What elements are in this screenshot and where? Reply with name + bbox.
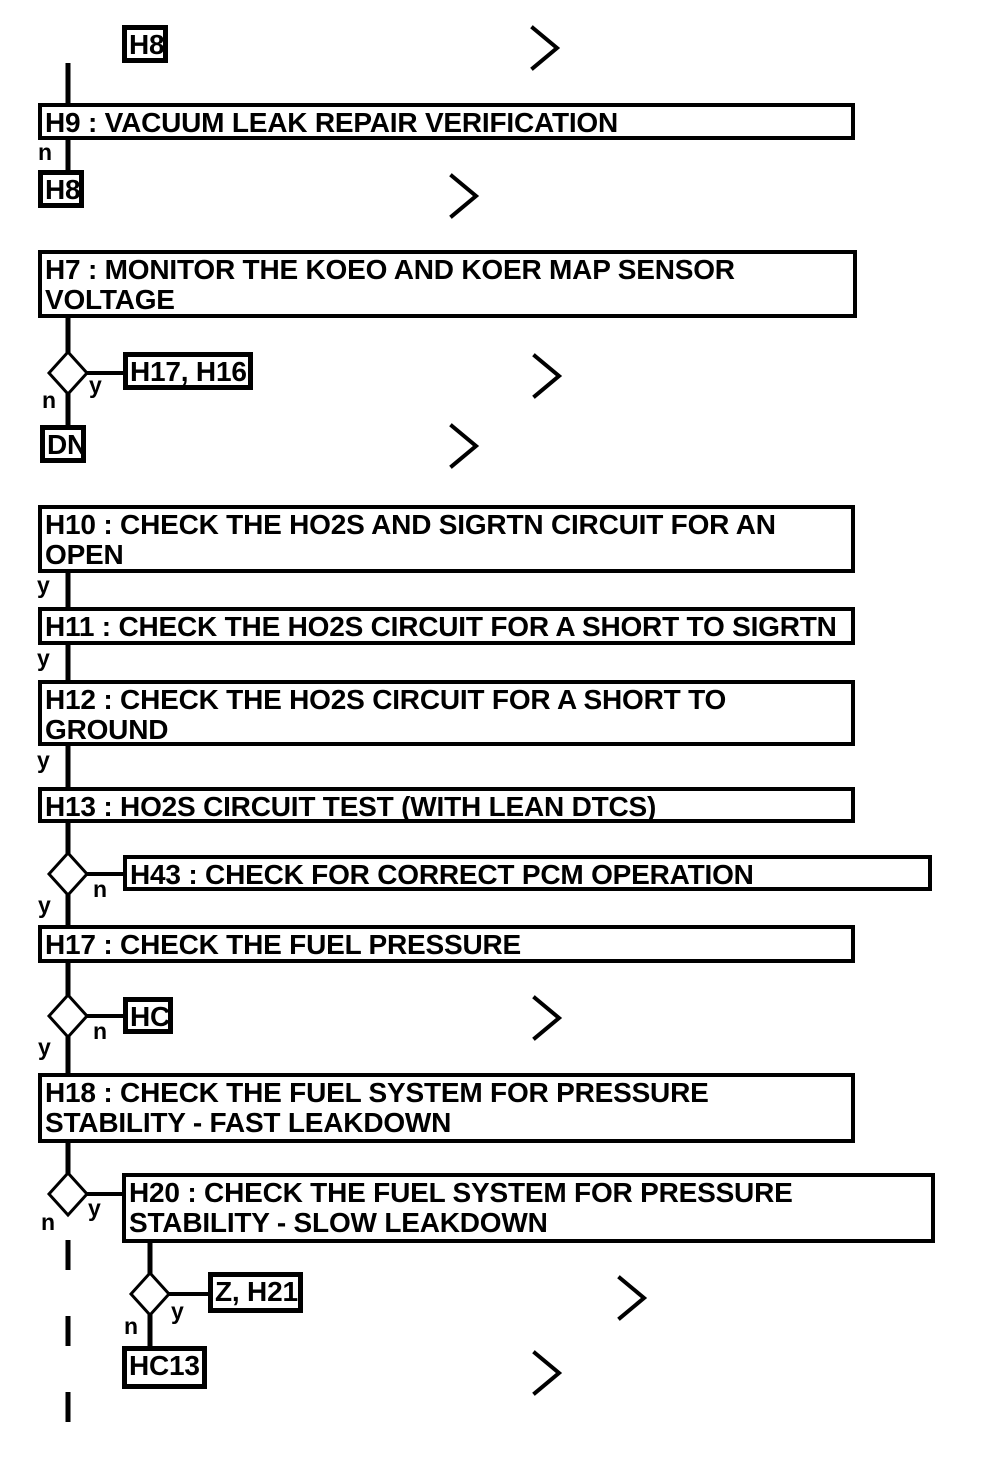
- decision-diamond-3: [46, 992, 90, 1040]
- decision-diamond-5: [128, 1270, 172, 1318]
- step-title-line1: H7 : MONITOR THE KOEO AND KOER MAP SENSO…: [45, 254, 735, 285]
- step-title: H11 : CHECK THE HO2S CIRCUIT FOR A SHORT…: [45, 611, 837, 642]
- step-title-line2: VOLTAGE: [45, 284, 175, 315]
- branch-label-yes: y: [37, 645, 50, 671]
- continuation-chevron-icon: [530, 25, 561, 71]
- flow-step-h11: H11 : CHECK THE HO2S CIRCUIT FOR A SHORT…: [38, 607, 855, 645]
- step-title: H17 : CHECK THE FUEL PRESSURE: [45, 929, 521, 960]
- step-title-line1: H10 : CHECK THE HO2S AND SIGRTN CIRCUIT …: [45, 509, 776, 540]
- flow-step-h7: H7 : MONITOR THE KOEO AND KOER MAP SENSO…: [38, 250, 857, 318]
- reference-box-hc13: HC13: [122, 1346, 207, 1389]
- reference-label: HC13: [129, 1350, 200, 1381]
- step-title: H13 : HO2S CIRCUIT TEST (WITH LEAN DTCS): [45, 791, 657, 822]
- decision-diamond-4: [46, 1170, 90, 1218]
- step-title: H43 : CHECK FOR CORRECT PCM OPERATION: [130, 859, 754, 890]
- continuation-chevron-icon: [532, 1350, 563, 1396]
- reference-box-hc: HC: [123, 997, 173, 1034]
- step-title-line2: GROUND: [45, 714, 169, 745]
- continuation-chevron-icon: [532, 353, 563, 399]
- branch-label-yes: y: [88, 1195, 101, 1221]
- reference-box-h17-h16: H17, H16: [123, 352, 253, 390]
- branch-label-yes: y: [37, 572, 50, 598]
- flow-step-h12: H12 : CHECK THE HO2S CIRCUIT FOR A SHORT…: [38, 680, 855, 746]
- flow-step-h13: H13 : HO2S CIRCUIT TEST (WITH LEAN DTCS): [38, 787, 855, 823]
- branch-label-no: n: [93, 876, 108, 902]
- step-title-line1: H20 : CHECK THE FUEL SYSTEM FOR PRESSURE: [129, 1177, 793, 1208]
- step-title: H9 : VACUUM LEAK REPAIR VERIFICATION: [45, 107, 619, 138]
- branch-label-yes: y: [89, 372, 102, 398]
- reference-label: H8: [45, 174, 81, 205]
- step-title-line1: H18 : CHECK THE FUEL SYSTEM FOR PRESSURE: [45, 1077, 709, 1108]
- reference-label: Z, H21: [215, 1276, 298, 1307]
- decision-diamond-2: [46, 850, 90, 898]
- flow-step-h17: H17 : CHECK THE FUEL PRESSURE: [38, 925, 855, 963]
- reference-label: DN: [47, 429, 88, 460]
- reference-box-z-h21: Z, H21: [208, 1272, 303, 1313]
- flow-step-h20: H20 : CHECK THE FUEL SYSTEM FOR PRESSURE…: [122, 1173, 935, 1243]
- reference-label: H8: [129, 29, 165, 60]
- branch-label-yes: y: [38, 892, 51, 918]
- flow-step-h18: H18 : CHECK THE FUEL SYSTEM FOR PRESSURE…: [38, 1073, 855, 1143]
- continuation-chevron-icon: [449, 423, 480, 469]
- flow-step-h43: H43 : CHECK FOR CORRECT PCM OPERATION: [123, 855, 932, 891]
- step-title-line2: STABILITY - SLOW LEAKDOWN: [129, 1207, 548, 1238]
- branch-label-no: n: [124, 1313, 139, 1339]
- branch-label-no: n: [42, 387, 57, 413]
- branch-label-no: n: [41, 1209, 56, 1235]
- reference-box-h8-top: H8: [122, 25, 168, 63]
- continuation-chevron-icon: [449, 173, 480, 219]
- branch-label-no: n: [38, 139, 53, 165]
- continuation-chevron-icon: [617, 1275, 648, 1321]
- step-title-line2: STABILITY - FAST LEAKDOWN: [45, 1107, 452, 1138]
- step-title-line2: OPEN: [45, 539, 124, 570]
- reference-box-dn: DN: [40, 425, 88, 463]
- decision-diamond-1: [46, 349, 90, 397]
- branch-label-no: n: [93, 1018, 108, 1044]
- flow-step-h9: H9 : VACUUM LEAK REPAIR VERIFICATION: [38, 103, 855, 140]
- flow-step-h10: H10 : CHECK THE HO2S AND SIGRTN CIRCUIT …: [38, 505, 855, 573]
- reference-box-h8-return: H8: [38, 170, 84, 208]
- continuation-chevron-icon: [532, 995, 563, 1041]
- step-title-line1: H12 : CHECK THE HO2S CIRCUIT FOR A SHORT…: [45, 684, 727, 715]
- branch-label-yes: y: [37, 747, 50, 773]
- branch-label-yes: y: [171, 1298, 184, 1324]
- reference-label: HC: [130, 1001, 171, 1032]
- reference-label: H17, H16: [130, 356, 247, 387]
- branch-label-yes: y: [38, 1034, 51, 1060]
